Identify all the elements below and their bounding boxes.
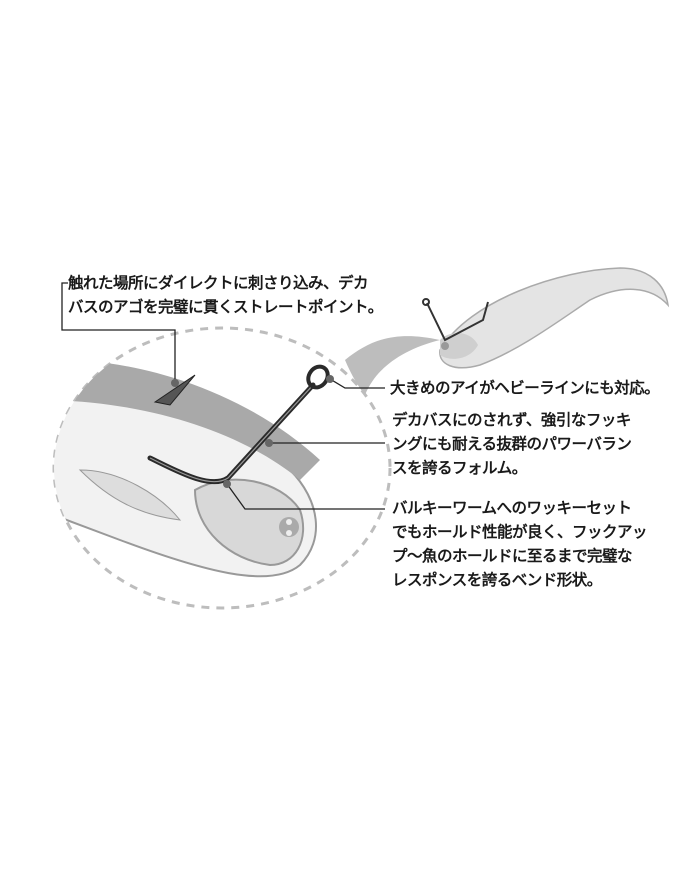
point-annotation: 触れた場所にダイレクトに刺さり込み、デカ バスのアゴを完璧に貫くストレートポイン…: [68, 271, 383, 319]
annotation-line: でもホールド性能が良く、フックアッ: [392, 523, 648, 541]
eye-annotation: 大きめのアイがヘビーラインにも対応。: [390, 376, 660, 400]
annotation-line: 触れた場所にダイレクトに刺さり込み、デカ: [68, 274, 369, 292]
annotation-line: ングにも耐える抜群のパワーバラン: [392, 435, 632, 453]
annotation-line: デカバスにのされず、強引なフッキ: [392, 411, 631, 429]
leader-lines: [61, 282, 385, 510]
zoom-pointer: [345, 336, 440, 395]
leader-dots: [171, 375, 334, 488]
annotation-line: スを誇るフォルム。: [392, 459, 527, 477]
hook: [147, 364, 330, 485]
annotation-line: バスのアゴを完璧に貫くストレートポイント。: [68, 298, 383, 316]
annotation-line: レスポンスを誇るベンド形状。: [392, 571, 602, 589]
small-worm-illustration: [422, 267, 670, 369]
bend-annotation: バルキーワームへのワッキーセット でもホールド性能が良く、フックアッ プ〜魚のホ…: [392, 496, 648, 592]
shank-annotation: デカバスにのされず、強引なフッキ ングにも耐える抜群のパワーバラン スを誇るフォ…: [392, 408, 632, 480]
annotation-line: バルキーワームへのワッキーセット: [392, 499, 632, 517]
annotation-line: 大きめのアイがヘビーラインにも対応。: [390, 379, 660, 397]
worm-closeup: [54, 359, 320, 578]
annotation-line: プ〜魚のホールドに至るまで完璧な: [392, 547, 633, 565]
